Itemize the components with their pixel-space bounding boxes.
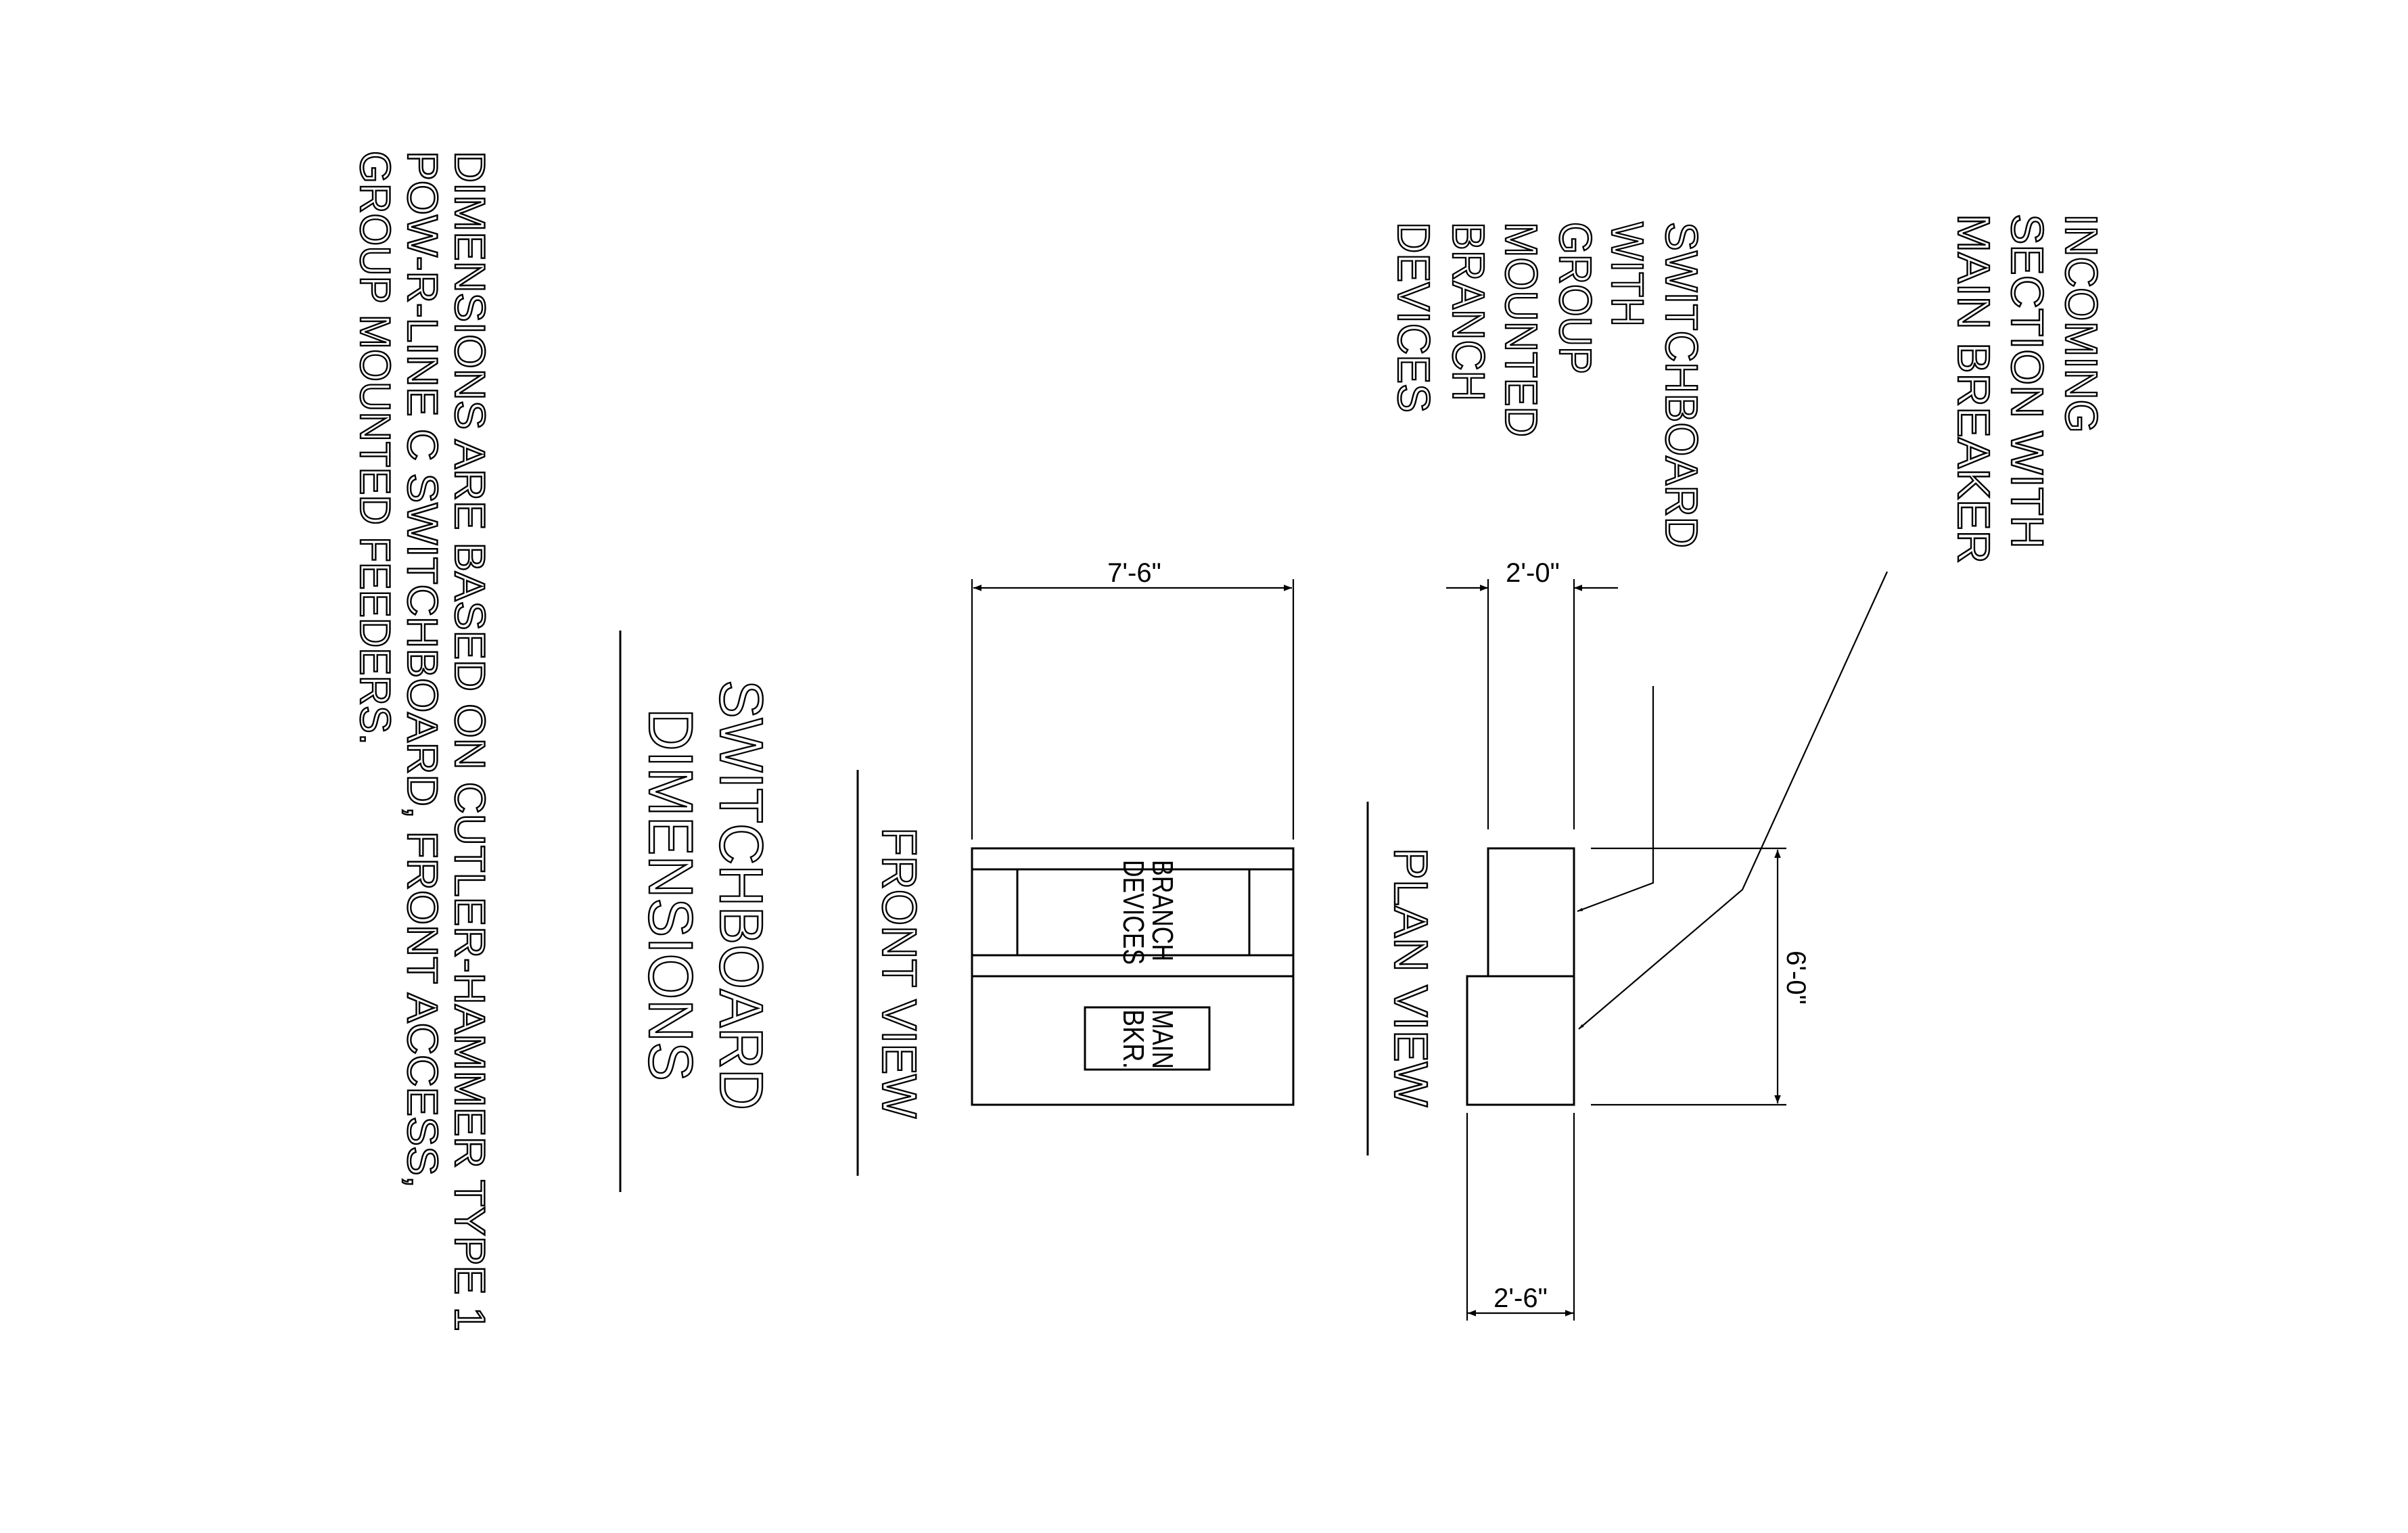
- main-breaker-box: [1084, 1006, 1211, 1071]
- branch-devices-label: BRANCH: [1146, 860, 1179, 961]
- plan-incoming-section: [1466, 975, 1575, 1106]
- note-line: DIMENSIONS ARE BASED ON CUTLER-HAMMER TY…: [446, 151, 493, 1331]
- branch-devices-label: DEVICES: [1117, 860, 1150, 965]
- front-view-title: FRONT VIEW: [872, 827, 925, 1118]
- callout-switchboard-line: BRANCH: [1443, 222, 1494, 401]
- drawing-title-line: SWITCHBOARD: [707, 680, 774, 1110]
- callout-switchboard: SWITCHBOARD WITH GROUP MOUNTED BRANCH DE…: [1387, 221, 1707, 549]
- callout-switchboard-line: MOUNTED: [1496, 222, 1546, 437]
- callout-incoming-line: MAIN BREAKER: [1948, 214, 1999, 564]
- note-line: GROUP MOUNTED FEEDERS.: [351, 151, 398, 745]
- leader-switchboard: [1577, 686, 1654, 913]
- dim-front-width: 7'-6": [1107, 558, 1161, 588]
- plan-view: 2'-0" 2'-6" 6'-0" PLAN VIEW: [1366, 558, 1811, 1321]
- callout-switchboard-line: GROUP: [1550, 222, 1600, 374]
- plan-switchboard-section: [1487, 847, 1575, 978]
- callout-switchboard-line: WITH: [1602, 222, 1652, 327]
- note-line: POW-R-LINE C SWITCHBOARD, FRONT ACCESS,: [398, 151, 446, 1188]
- drawing-title-line: DIMENSIONS: [636, 708, 705, 1081]
- callout-switchboard-line: DEVICES: [1388, 222, 1439, 413]
- leader-incoming: [1578, 571, 1889, 1030]
- drawing-title: SWITCHBOARD DIMENSIONS: [619, 631, 775, 1192]
- callout-incoming-line: SECTION WITH: [2001, 214, 2052, 549]
- front-view: BRANCH DEVICES MAIN BKR. 7'-6" FRONT VIE…: [856, 558, 1295, 1176]
- main-breaker-label: BKR.: [1117, 1009, 1150, 1069]
- dim-plan-bottom: 2'-6": [1494, 1283, 1548, 1313]
- callout-incoming: INCOMING SECTION WITH MAIN BREAKER: [1947, 213, 2107, 564]
- callout-incoming-line: INCOMING: [2056, 214, 2106, 433]
- main-breaker-label: MAIN: [1146, 1009, 1179, 1069]
- notes: DIMENSIONS ARE BASED ON CUTLER-HAMMER TY…: [350, 150, 494, 1332]
- callout-switchboard-line: SWITCHBOARD: [1656, 222, 1707, 548]
- dim-plan-depth: 6'-0": [1781, 951, 1811, 1005]
- dim-plan-top: 2'-0": [1506, 558, 1560, 588]
- plan-view-title: PLAN VIEW: [1385, 848, 1437, 1107]
